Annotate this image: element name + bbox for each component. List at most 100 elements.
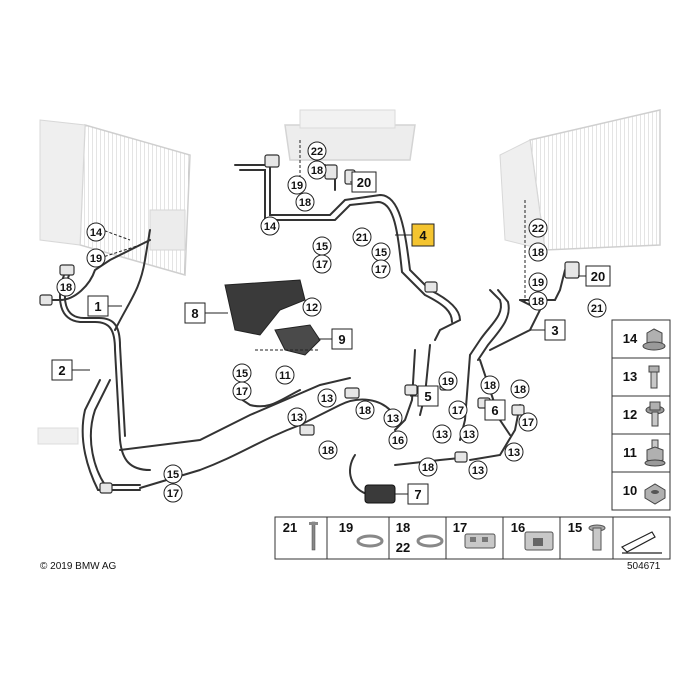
rivet-pin-icon bbox=[309, 521, 318, 551]
callout-17: 17 bbox=[371, 259, 391, 279]
callout-18: 18 bbox=[480, 375, 500, 395]
bracket-8 bbox=[224, 279, 306, 336]
holder-clip-icon bbox=[464, 533, 496, 549]
sealing-ring-icon bbox=[356, 534, 384, 548]
part-label-1: 1 bbox=[87, 295, 109, 317]
part-label-5: 5 bbox=[417, 385, 439, 407]
part-label-9: 9 bbox=[331, 328, 353, 350]
svg-text:10: 10 bbox=[623, 483, 637, 498]
svg-text:22: 22 bbox=[396, 540, 410, 555]
svg-text:19: 19 bbox=[442, 376, 454, 388]
svg-text:17: 17 bbox=[167, 488, 179, 500]
callout-18: 18 bbox=[318, 440, 338, 460]
callout-14: 14 bbox=[86, 222, 106, 242]
legend-item-10: 10 bbox=[623, 483, 666, 505]
leader-lines bbox=[72, 140, 588, 495]
svg-text:13: 13 bbox=[291, 412, 303, 424]
callout-15: 15 bbox=[232, 363, 252, 383]
callout-18: 18 bbox=[418, 457, 438, 477]
callout-13: 13 bbox=[468, 460, 488, 480]
legend-item-18: 18 22 bbox=[396, 520, 444, 555]
svg-text:13: 13 bbox=[472, 465, 484, 477]
callout-19: 19 bbox=[438, 371, 458, 391]
flange-nut-icon bbox=[642, 328, 666, 351]
legend-item-14: 14 bbox=[623, 328, 666, 351]
callout-18: 18 bbox=[528, 291, 548, 311]
radiator-ghost bbox=[499, 109, 661, 251]
svg-text:15: 15 bbox=[167, 469, 179, 481]
expanding-rivet-icon bbox=[588, 524, 606, 551]
svg-text:14: 14 bbox=[90, 227, 103, 239]
part-label-4: 4 bbox=[411, 223, 435, 247]
pressure-sensor-7 bbox=[364, 484, 396, 504]
svg-text:11: 11 bbox=[623, 445, 637, 460]
svg-text:13: 13 bbox=[321, 393, 333, 405]
svg-text:22: 22 bbox=[532, 223, 544, 235]
o-ring-icon bbox=[416, 534, 444, 548]
svg-text:17: 17 bbox=[522, 417, 534, 429]
part-label-3: 3 bbox=[544, 319, 566, 341]
svg-text:19: 19 bbox=[339, 520, 353, 535]
stud-nut-icon bbox=[644, 439, 666, 467]
fittings bbox=[39, 154, 580, 494]
svg-text:20: 20 bbox=[591, 269, 605, 284]
svg-text:18: 18 bbox=[396, 520, 410, 535]
pipe-end-ghost bbox=[37, 427, 79, 445]
svg-text:18: 18 bbox=[60, 282, 72, 294]
svg-text:20: 20 bbox=[357, 175, 371, 190]
legend-item-21: 21 bbox=[283, 520, 318, 551]
svg-text:18: 18 bbox=[359, 405, 371, 417]
svg-text:14: 14 bbox=[623, 331, 638, 346]
svg-text:17: 17 bbox=[316, 259, 328, 271]
svg-text:14: 14 bbox=[264, 221, 277, 233]
svg-text:12: 12 bbox=[623, 407, 637, 422]
svg-text:18: 18 bbox=[514, 384, 526, 396]
callout-13: 13 bbox=[432, 424, 452, 444]
svg-text:13: 13 bbox=[508, 447, 520, 459]
callout-22: 22 bbox=[307, 141, 327, 161]
svg-text:19: 19 bbox=[90, 253, 102, 265]
svg-text:7: 7 bbox=[414, 487, 421, 502]
callout-16: 16 bbox=[388, 430, 408, 450]
svg-text:17: 17 bbox=[236, 386, 248, 398]
part-label-20-top: 20 bbox=[351, 171, 377, 193]
arrow-icon bbox=[620, 531, 662, 554]
callout-18: 18 bbox=[355, 400, 375, 420]
callout-13: 13 bbox=[287, 407, 307, 427]
legend-item-16: 16 bbox=[511, 520, 554, 551]
callout-18: 18 bbox=[528, 242, 548, 262]
svg-text:2: 2 bbox=[58, 363, 65, 378]
svg-text:21: 21 bbox=[356, 232, 368, 244]
legend-item-11: 11 bbox=[623, 439, 666, 467]
bracket-clip-icon bbox=[524, 531, 554, 551]
svg-text:19: 19 bbox=[291, 180, 303, 192]
svg-text:5: 5 bbox=[424, 389, 431, 404]
part-label-7: 7 bbox=[407, 483, 429, 505]
svg-text:15: 15 bbox=[375, 247, 387, 259]
svg-text:6: 6 bbox=[491, 403, 498, 418]
svg-text:18: 18 bbox=[422, 462, 434, 474]
svg-text:18: 18 bbox=[532, 247, 544, 259]
part-label-20-right: 20 bbox=[585, 265, 611, 287]
bracket-9 bbox=[274, 324, 321, 356]
callout-21: 21 bbox=[352, 227, 372, 247]
svg-text:19: 19 bbox=[532, 277, 544, 289]
callout-17: 17 bbox=[163, 483, 183, 503]
svg-text:16: 16 bbox=[511, 520, 525, 535]
legend-item-15: 15 bbox=[568, 520, 606, 551]
svg-text:4: 4 bbox=[419, 228, 427, 243]
svg-text:17: 17 bbox=[375, 264, 387, 276]
legend-item-17: 17 bbox=[453, 520, 496, 549]
svg-text:15: 15 bbox=[568, 520, 582, 535]
callout-13: 13 bbox=[317, 388, 337, 408]
svg-text:9: 9 bbox=[338, 332, 345, 347]
callout-18: 18 bbox=[295, 192, 315, 212]
callout-11: 11 bbox=[275, 365, 295, 385]
callout-13: 13 bbox=[504, 442, 524, 462]
svg-text:18: 18 bbox=[532, 296, 544, 308]
callout-21: 21 bbox=[587, 298, 607, 318]
fitting-20-top bbox=[324, 164, 338, 180]
callout-18: 18 bbox=[307, 160, 327, 180]
callout-17: 17 bbox=[518, 412, 538, 432]
